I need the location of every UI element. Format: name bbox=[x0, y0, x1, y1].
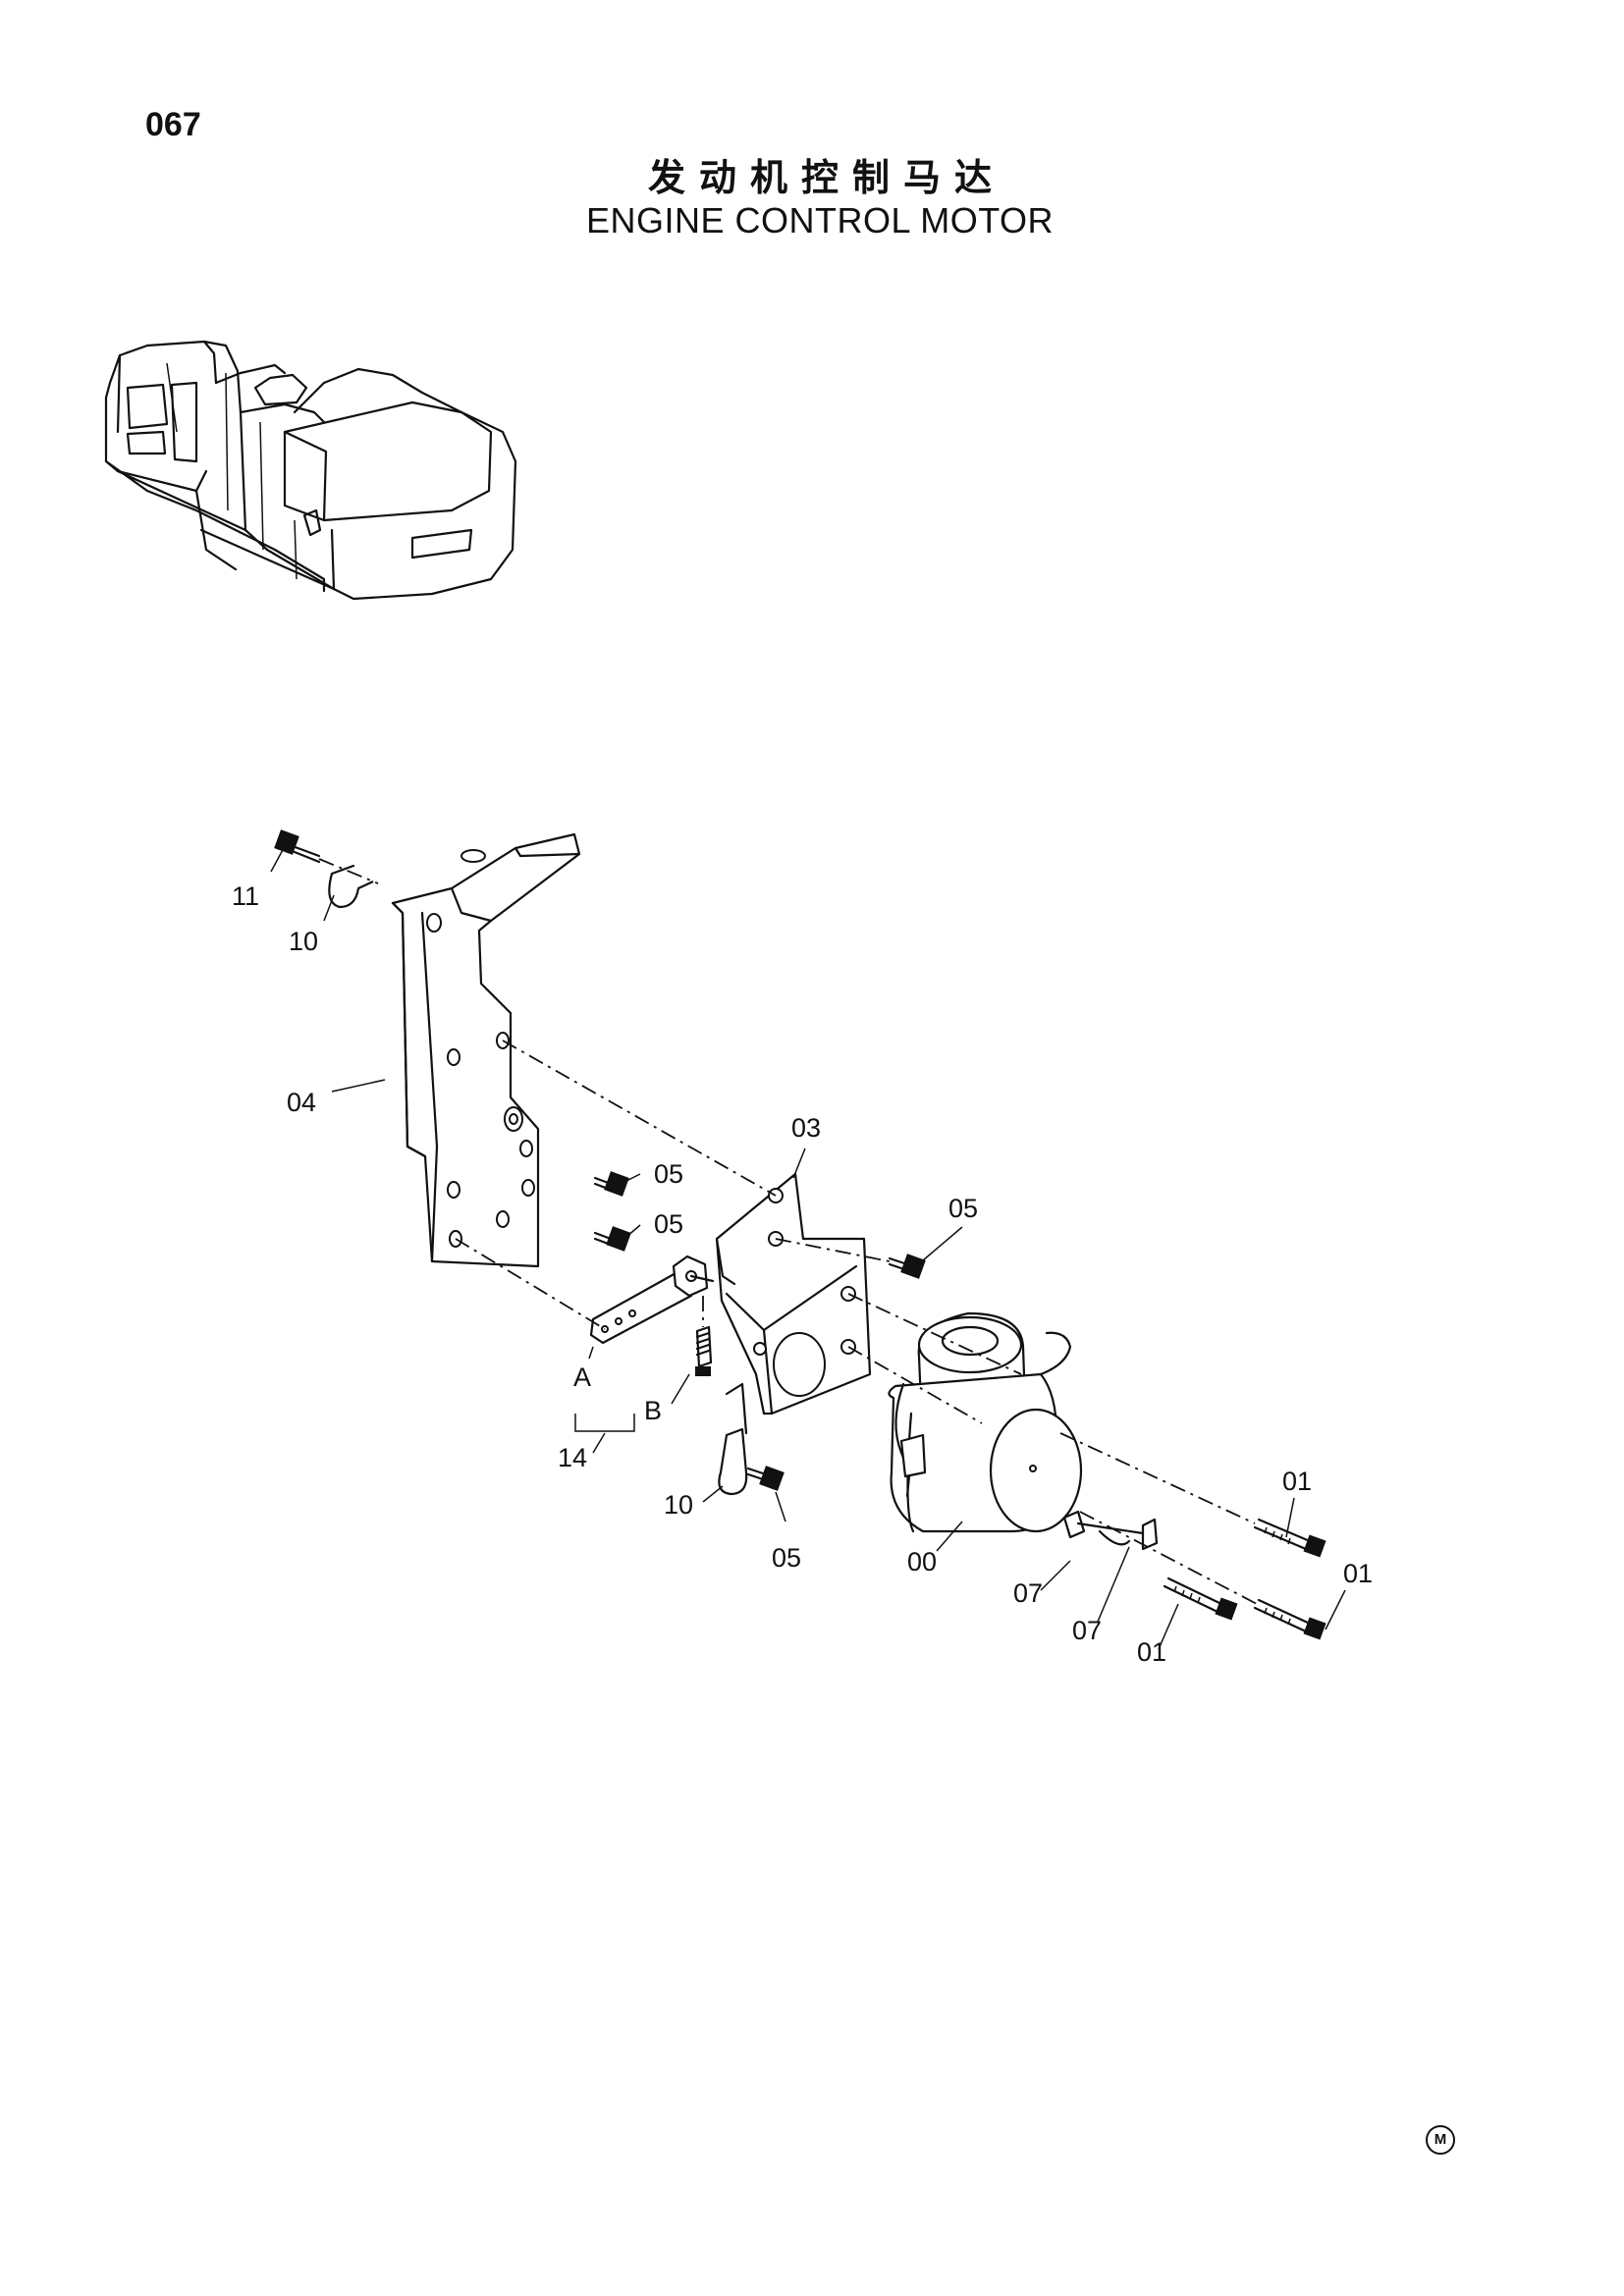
leader-lines bbox=[270, 845, 1346, 1650]
callout-07-left: 07 bbox=[1013, 1578, 1043, 1608]
callout-01-upper: 01 bbox=[1282, 1467, 1312, 1496]
bracket-04 bbox=[391, 832, 581, 1268]
lever-assembly-14 bbox=[589, 1255, 715, 1376]
clamp-10-top bbox=[328, 864, 374, 909]
motor-00 bbox=[888, 1311, 1159, 1551]
bolt-05-right bbox=[888, 1254, 926, 1279]
bolt-01-lower bbox=[1163, 1576, 1238, 1621]
callout-04: 04 bbox=[287, 1088, 316, 1117]
assembly-lines bbox=[455, 1040, 1258, 1605]
bolt-05-middle bbox=[593, 1226, 631, 1252]
bolt-05-upper bbox=[593, 1171, 629, 1197]
title-chinese: 发动机控制马达 bbox=[648, 158, 1006, 199]
callout-07-right: 07 bbox=[1072, 1616, 1102, 1645]
bolt-01-right bbox=[1253, 1598, 1326, 1640]
title-english: ENGINE CONTROL MOTOR bbox=[586, 200, 1055, 240]
callout-labels: 11 10 04 03 05 05 05 A B 14 10 05 00 07 … bbox=[232, 881, 1373, 1667]
callout-14: 14 bbox=[558, 1443, 587, 1472]
excavator-overview-image bbox=[104, 340, 517, 601]
corner-m-mark: M bbox=[1426, 2125, 1455, 2155]
callout-01-lower: 01 bbox=[1137, 1637, 1166, 1667]
callout-05-upper: 05 bbox=[654, 1159, 683, 1189]
clamp-10-bottom bbox=[718, 1382, 748, 1496]
bolt-05-bottom bbox=[746, 1466, 785, 1491]
bolt-11 bbox=[274, 829, 379, 884]
bolt-01-upper bbox=[1253, 1518, 1326, 1558]
callout-11: 11 bbox=[232, 881, 259, 911]
callout-00: 00 bbox=[907, 1547, 937, 1576]
callout-10-bottom: 10 bbox=[664, 1490, 693, 1520]
bracket-03 bbox=[715, 1172, 872, 1415]
callout-10-top: 10 bbox=[289, 927, 318, 956]
callout-05-middle: 05 bbox=[654, 1209, 683, 1239]
callout-03: 03 bbox=[791, 1113, 821, 1143]
callout-01-right: 01 bbox=[1343, 1559, 1373, 1588]
callout-05-right: 05 bbox=[948, 1194, 978, 1223]
callout-A: A bbox=[573, 1362, 591, 1392]
callout-05-bottom: 05 bbox=[772, 1543, 801, 1573]
callout-B: B bbox=[644, 1396, 662, 1425]
page-number: 067 bbox=[145, 106, 201, 143]
